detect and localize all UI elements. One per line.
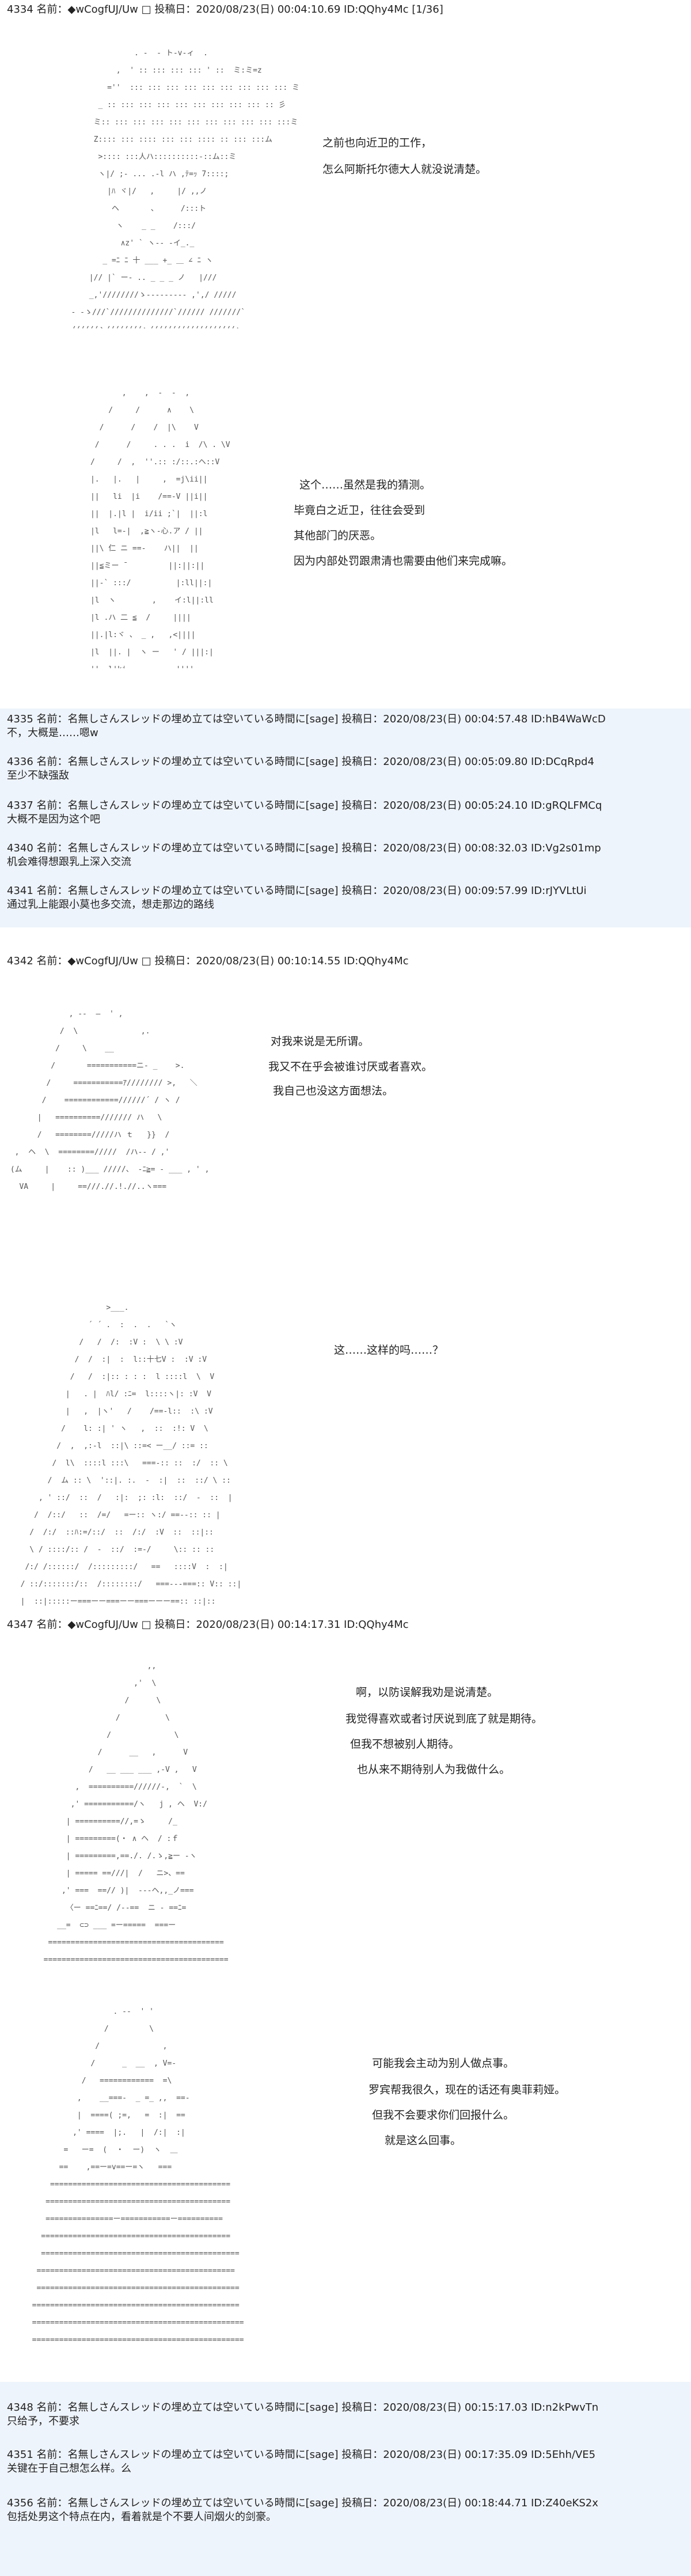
dialog-line: 对我来说是无所谓。 [271,1035,370,1048]
reply-text: 关键在于自己想怎么样。么 [7,2463,131,2475]
reply-header: 4348 名前：名無しさんスレッドの埋め立ては空いている時間に[sage] 投稿… [7,2401,599,2414]
dialog-line: 但我不会要求你们回报什么。 [372,2109,515,2122]
reply-header: 4335 名前：名無しさんスレッドの埋め立ては空いている時間に[sage] 投稿… [7,713,606,725]
dialog-line: 之前也向近卫的工作， [322,137,432,149]
dialog-line: 我自己也没这方面想法。 [273,1085,394,1097]
reply-text: 只给予，不要求 [7,2415,79,2427]
ascii-art-figure-5: ,, ,' \ / \ / \ / \ / __ , V / __ ___ __… [35,1662,229,1964]
reply-text: 大概不是因为这个吧 [7,813,100,825]
ascii-art-figure-3: , -‐ ― ' , / \ ,. / \ __ / ===========ニ-… [6,1010,210,1191]
dialog-line: 但我不想被别人期待。 [350,1738,460,1751]
ascii-art-figure-6: . -‐ ' ' / \ / , / _ __ , V=- / ========… [23,2007,244,2344]
ascii-art-figure-4: >___. ´ ´ . : . . `ヽ / / /: :V : \ \ :V … [12,1304,242,1606]
dialog-line: 啊，以防误解我劝是说清楚。 [356,1686,499,1699]
reply-block-2: 4348 名前：名無しさんスレッドの埋め立ては空いている時間に[sage] 投稿… [0,2382,691,2576]
post-4334: 4334 名前：◆wCogfUJ/Uw □ 投稿日：2020/08/23(日) … [0,0,691,709]
reply-header: 4341 名前：名無しさんスレッドの埋め立ては空いている時間に[sage] 投稿… [7,885,587,897]
dialog-line: 毕竟白之近卫，往往会受到 [294,504,426,517]
post-header: 4342 名前：◆wCogfUJ/Uw □ 投稿日：2020/08/23(日) … [7,955,409,967]
reply-header: 4337 名前：名無しさんスレッドの埋め立ては空いている時間に[sage] 投稿… [7,800,602,812]
dialog-line: 因为内部处罚跟肃清也需要由他们来完成嘛。 [294,555,513,567]
reply-text: 不，大概是……嗯w [7,727,98,739]
reply-header: 4351 名前：名無しさんスレッドの埋め立ては空いている時間に[sage] 投稿… [7,2449,596,2461]
reply-block-1: 4335 名前：名無しさんスレッドの埋め立ては空いている時間に[sage] 投稿… [0,709,691,927]
reply-header: 4356 名前：名無しさんスレッドの埋め立ては空いている時間に[sage] 投稿… [7,2497,598,2509]
post-header: 4347 名前：◆wCogfUJ/Uw □ 投稿日：2020/08/23(日) … [7,1619,409,1631]
dialog-line: 这个……虽然是我的猜测。 [299,479,431,491]
dialog-line: 我又不在乎会被谁讨厌或者喜欢。 [268,1060,433,1073]
dialog-line: 我觉得喜欢或者讨厌说到底了就是期待。 [346,1713,543,1725]
reply-text: 机会难得想跟乳上深入交流 [7,856,131,868]
dialog-line: 也从来不期待别人为我做什么。 [357,1763,511,1776]
ascii-art-figure-2: , , - - , / / ∧ \ / / / |\ V / / . . . i… [63,389,230,668]
dialog-line: 可能我会主动为别人做点事。 [372,2057,515,2070]
dialog-line: 怎么阿斯托尔德大人就没说清楚。 [322,163,487,176]
post-header: 4334 名前：◆wCogfUJ/Uw □ 投稿日：2020/08/23(日) … [7,3,443,16]
ascii-art-figure-1: . - ‐ ト-v-ィ . , ' :: ::: ::: ::: ' :: ミ:… [58,49,299,328]
post-4347: 4347 名前：◆wCogfUJ/Uw □ 投稿日：2020/08/23(日) … [0,1619,691,2382]
dialog-line: 罗宾帮我很久，现在的话还有奥菲莉娅。 [369,2083,566,2096]
post-4342: 4342 名前：◆wCogfUJ/Uw □ 投稿日：2020/08/23(日) … [0,927,691,1619]
reply-header: 4340 名前：名無しさんスレッドの埋め立ては空いている時間に[sage] 投稿… [7,842,601,854]
dialog-line: 就是这么回事。 [385,2134,462,2147]
dialog-line: 其他部门的厌恶。 [294,529,382,542]
reply-text: 至少不缺强敌 [7,770,69,782]
dialog-line: 这……这样的吗……？ [334,1344,444,1357]
reply-text: 通过乳上能跟小莫也多交流，想走那边的路线 [7,899,214,911]
reply-header: 4336 名前：名無しさんスレッドの埋め立ては空いている時間に[sage] 投稿… [7,756,594,768]
reply-text: 包括处男这个特点在内，看着就是个不要人间烟火的剑豪。 [7,2511,276,2523]
